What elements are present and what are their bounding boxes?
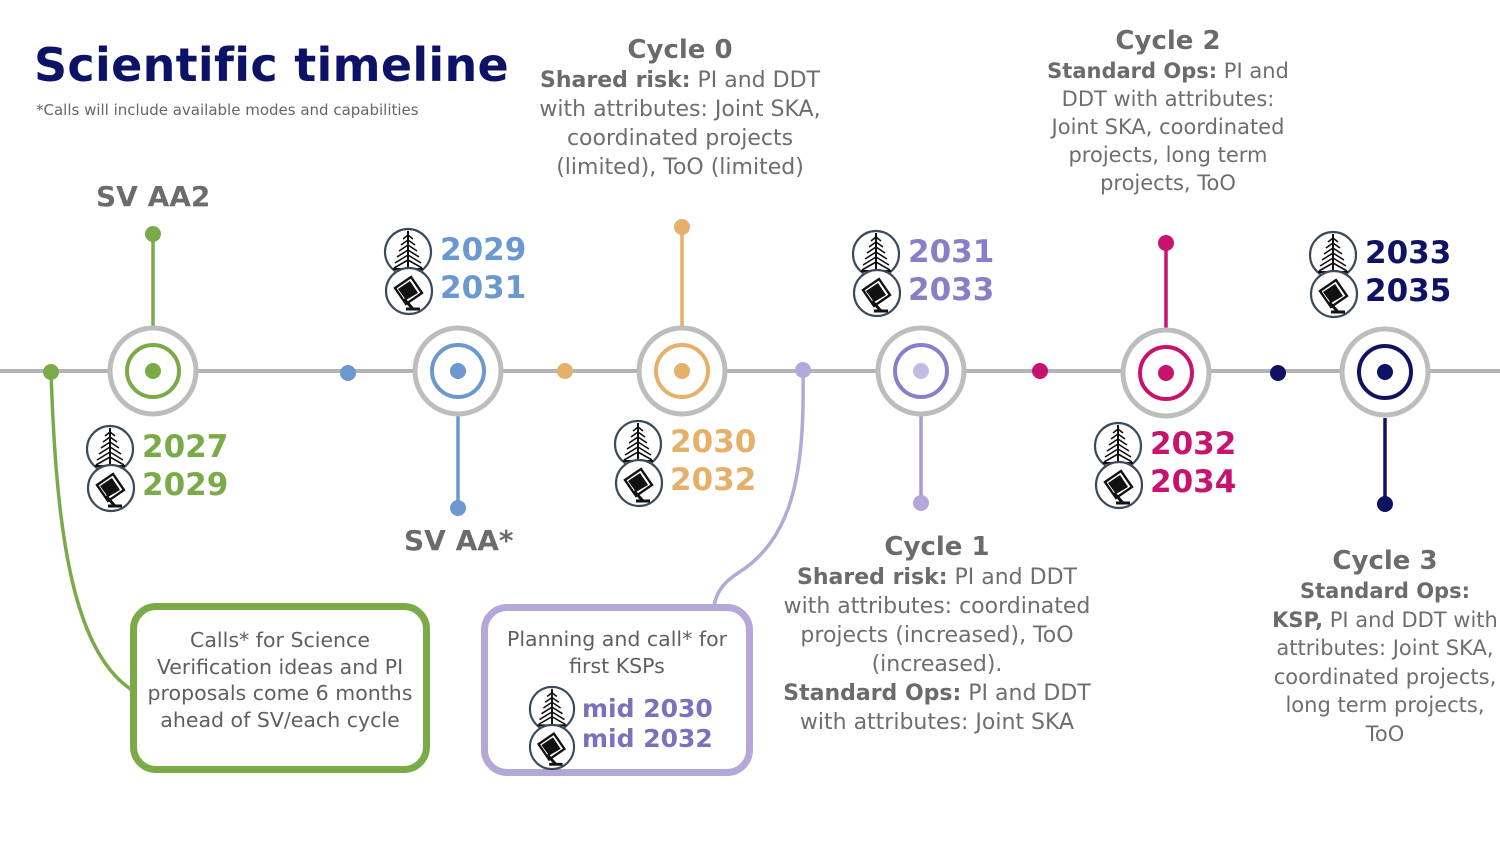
cycle1-text-1: PI and DDT with attributes: coordinated … [783,565,1091,677]
ska-mid-dish-icon [614,458,664,508]
cycle0-lead: Shared risk: [540,68,691,93]
year-mid: 2035 [1365,273,1452,309]
cycle2-description: Cycle 2 Standard Ops: PI and DDT with at… [1036,25,1300,197]
phase-label-sv-aastar: SV AA* [404,524,514,557]
cycle0-text: PI and DDT with attributes: Joint SKA, c… [539,68,821,180]
calls-note-box: Calls* for Science Verification ideas an… [130,603,430,773]
ska-mid-dish-icon [528,723,576,771]
cycle1-lead-2: Standard Ops: [783,681,962,706]
cycle3-lead-1: Standard Ops: [1300,579,1470,603]
year-low: 2033 [1365,235,1452,271]
ksp-note-text: Planning and call* for first KSPs [506,627,728,678]
year-low: 2032 [1150,426,1237,462]
years-cycle0: 2030 2032 [613,419,793,508]
year-mid: 2029 [142,467,229,503]
calls-note-text: Calls* for Science Verification ideas an… [147,628,413,732]
stem-dot [145,226,161,242]
years-cycle1: 2031 2033 [851,229,1031,318]
cycle1-title: Cycle 1 [884,532,990,562]
calls-connector [49,371,133,692]
axis-dot [1270,365,1286,381]
year-mid: 2032 [670,462,757,498]
year-low: 2030 [670,424,757,460]
stem-dot [1377,496,1393,512]
ksp-low-year: mid 2030 [582,694,713,723]
cycle2-text: PI and DDT with attributes: Joint SKA, c… [1051,59,1289,195]
milestone-marker-sv-aa2 [107,325,199,417]
ska-mid-dish-icon [384,266,434,316]
years-cycle2: 2032 2034 [1093,421,1273,510]
cycle3-lead-2: KSP, [1272,607,1324,632]
milestone-marker-cycle2 [1120,327,1212,419]
ksp-connector [712,371,805,607]
cycle1-description: Cycle 1 Shared risk: PI and DDT with att… [774,531,1100,737]
cycle0-description: Cycle 0 Shared risk: PI and DDT with att… [530,34,830,182]
ska-mid-dish-icon [1309,269,1359,319]
milestone-marker-cycle1 [875,325,967,417]
ksp-mid-year: mid 2032 [582,724,713,753]
ska-mid-dish-icon [1094,460,1144,510]
stem-dot [674,219,690,235]
year-mid: 2033 [908,272,995,308]
cycle1-text-2: PI and DDT with attributes: Joint SKA [799,681,1091,735]
axis-dot [1032,363,1048,379]
cycle2-lead: Standard Ops: [1047,59,1218,83]
years-sv-aastar: 2029 2031 [383,227,563,316]
cycle0-title: Cycle 0 [627,35,733,65]
milestone-marker-sv-aastar [412,325,504,417]
axis-dot [557,363,573,379]
axis-dot [795,362,811,378]
cycle3-description: Cycle 3 Standard Ops: KSP, PI and DDT wi… [1270,545,1500,748]
axis-dot [43,364,59,380]
axis-dot [340,365,356,381]
year-low: 2027 [142,429,229,465]
milestone-marker-cycle3 [1339,326,1431,418]
cycle1-lead-1: Shared risk: [797,565,948,590]
year-low: 2029 [440,232,527,268]
cycle3-text: PI and DDT with attributes: Joint SKA, c… [1273,607,1498,746]
year-mid: 2031 [440,270,527,306]
years-cycle3: 2033 2035 [1308,230,1488,319]
ska-mid-dish-icon [86,463,136,513]
page-title: Scientific timeline [34,38,509,92]
cycle2-title: Cycle 2 [1115,26,1221,56]
ksp-note-box: Planning and call* for first KSPs mid 20… [481,604,753,776]
ska-mid-dish-icon [852,268,902,318]
years-sv-aa2: 2027 2029 [85,424,265,513]
stem-dot [913,495,929,511]
footnote: *Calls will include available modes and … [36,101,419,119]
stem-dot [450,500,466,516]
milestone-marker-cycle0 [636,325,728,417]
year-mid: 2034 [1150,464,1237,500]
phase-label-sv-aa2: SV AA2 [96,180,211,213]
stem-dot [1158,235,1174,251]
year-low: 2031 [908,234,995,270]
cycle3-title: Cycle 3 [1332,546,1438,576]
